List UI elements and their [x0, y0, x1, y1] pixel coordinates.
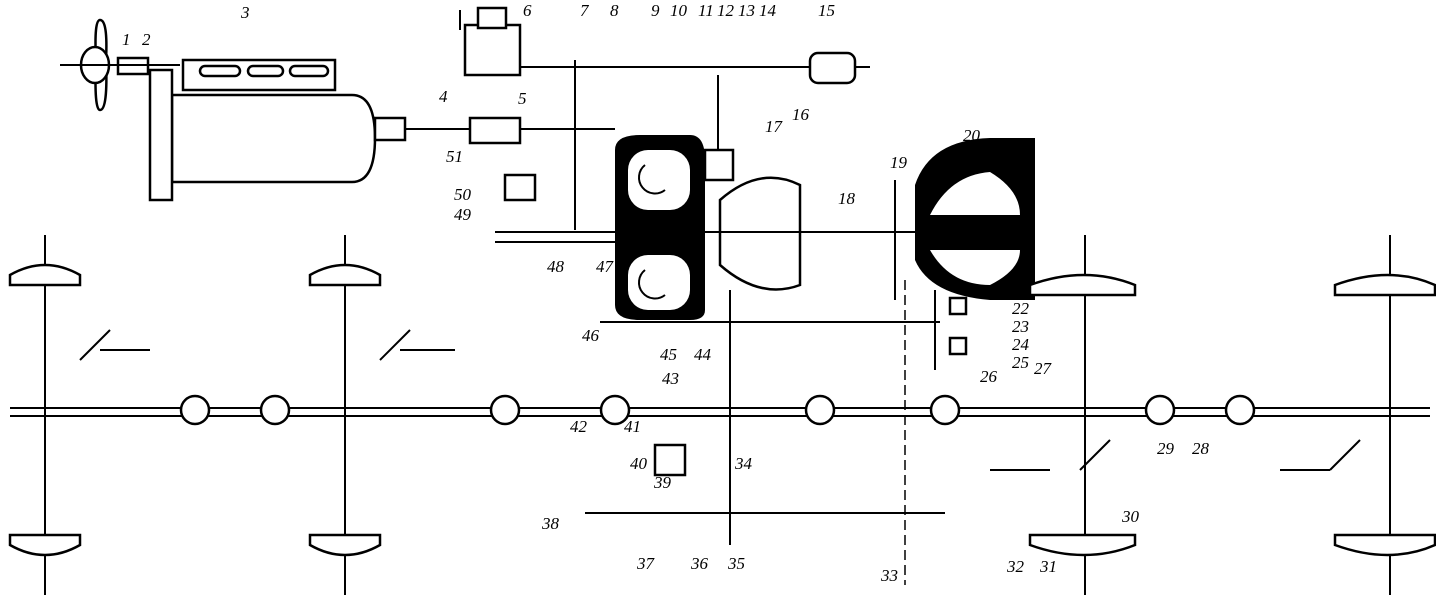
label-41: 41: [624, 417, 641, 436]
label-1: 1: [122, 30, 131, 49]
label-2: 2: [142, 30, 151, 49]
label-26: 26: [980, 367, 998, 386]
label-17: 17: [765, 117, 784, 136]
label-42: 42: [570, 417, 588, 436]
label-35: 35: [727, 554, 745, 573]
label-25: 25: [1012, 353, 1029, 372]
label-37: 37: [636, 554, 656, 573]
label-28: 28: [1192, 439, 1210, 458]
label-6: 6: [523, 1, 532, 20]
label-12: 12: [717, 1, 735, 20]
label-22: 22: [1012, 299, 1030, 318]
torque-converter-2: [718, 176, 802, 291]
label-4: 4: [439, 87, 448, 106]
label-18: 18: [838, 189, 856, 208]
generator: [808, 51, 857, 85]
label-46: 46: [582, 326, 600, 345]
label-43: 43: [662, 369, 679, 388]
label-16: 16: [792, 105, 810, 124]
label-33: 33: [880, 566, 898, 585]
valve-22: [948, 296, 968, 316]
unit-40: [653, 443, 687, 477]
label-13: 13: [738, 1, 755, 20]
engine: [148, 58, 407, 202]
label-32: 32: [1006, 557, 1025, 576]
label-36: 36: [690, 554, 709, 573]
compressor: [459, 6, 522, 77]
label-31: 31: [1039, 557, 1057, 576]
label-21: 21: [1012, 281, 1029, 300]
label-50: 50: [454, 185, 472, 204]
axle-gearboxes: [79, 329, 1361, 471]
label-49: 49: [454, 205, 472, 224]
label-51: 51: [446, 147, 463, 166]
governor: [703, 148, 735, 182]
label-45: 45: [660, 345, 677, 364]
axle-2: [308, 235, 382, 595]
cardan-joints: [179, 394, 1256, 426]
label-27: 27: [1034, 359, 1053, 378]
label-48: 48: [547, 257, 565, 276]
label-9: 9: [651, 1, 660, 20]
label-5: 5: [518, 89, 527, 108]
callout-labels: 1 2 3 4 5 6 7 8 9 10 11 12 13 14 15 16 1…: [122, 1, 1210, 585]
label-30: 30: [1121, 507, 1140, 526]
label-15: 15: [818, 1, 835, 20]
fluid-coupling-20: [915, 138, 1035, 300]
label-24: 24: [1012, 335, 1030, 354]
axle-3: [1028, 235, 1137, 595]
label-8: 8: [610, 1, 619, 20]
torque-converter-1: [615, 135, 705, 320]
label-47: 47: [596, 257, 615, 276]
label-29: 29: [1157, 439, 1175, 458]
axle-1: [8, 235, 82, 595]
label-7: 7: [580, 1, 590, 20]
label-10: 10: [670, 1, 688, 20]
label-23: 23: [1012, 317, 1029, 336]
axle-4: [1333, 235, 1436, 595]
label-20: 20: [963, 126, 981, 145]
coupling: [468, 116, 522, 145]
label-34: 34: [734, 454, 753, 473]
label-40: 40: [630, 454, 648, 473]
pump-50: [503, 173, 537, 202]
label-3: 3: [240, 3, 250, 22]
valve-24: [948, 336, 968, 356]
label-44: 44: [694, 345, 712, 364]
label-19: 19: [890, 153, 908, 172]
label-39: 39: [653, 473, 672, 492]
label-11: 11: [698, 1, 714, 20]
label-14: 14: [759, 1, 777, 20]
label-38: 38: [541, 514, 560, 533]
